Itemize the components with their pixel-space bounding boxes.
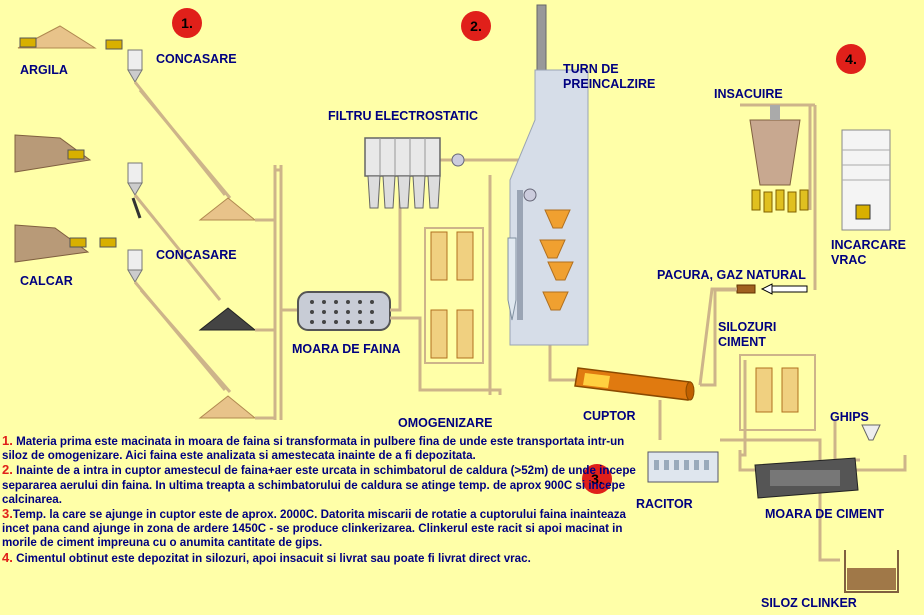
cement-silos — [739, 354, 816, 431]
stockpile-2 — [198, 307, 257, 331]
note-2: 2. Inainte de a intra in cuptor amestecu… — [2, 463, 652, 507]
bulk-loading-station — [841, 129, 891, 231]
label-moara-ciment: MOARA DE CIMENT — [765, 507, 884, 521]
note-number: 4. — [2, 549, 13, 565]
crusher-hopper-2 — [127, 162, 143, 196]
burner — [698, 283, 808, 386]
label-moara-faina: MOARA DE FAINA — [292, 342, 401, 356]
stockpile-3 — [198, 395, 257, 419]
step-badge-2: 2. — [461, 11, 491, 41]
step-badge-1: 1. — [172, 8, 202, 38]
note-text: Inainte de a intra in cuptor amestecul d… — [2, 464, 636, 506]
label-silozuri-ciment: SILOZURI CIMENT — [718, 320, 777, 349]
clinker-silo — [844, 550, 899, 593]
label-racitor: RACITOR — [636, 497, 693, 511]
label-filtru-electrostatic: FILTRU ELECTROSTATIC — [328, 109, 478, 123]
gypsum-hopper — [861, 424, 881, 441]
note-text: Cimentul obtinut este depozitat in siloz… — [12, 551, 531, 565]
preheater-tower — [451, 4, 589, 346]
note-3: 3.Temp. la care se ajunge in cuptor este… — [2, 506, 652, 551]
limestone-quarry-top — [14, 134, 92, 173]
crusher-hopper-3 — [127, 249, 143, 283]
process-notes: 1. Materia prima este macinata in moara … — [2, 433, 652, 566]
label-concasare-2: CONCASARE — [156, 248, 237, 262]
raw-feed-pipes — [255, 165, 298, 420]
step-badge-3: 3. — [582, 464, 612, 494]
label-calcar: CALCAR — [20, 274, 73, 288]
crusher-hopper-1 — [127, 49, 143, 83]
label-omogenizare: OMOGENIZARE — [398, 416, 493, 430]
note-1: 1. Materia prima este macinata in moara … — [2, 433, 652, 463]
feed-chute — [131, 197, 142, 219]
label-siloz-clinker: SILOZ CLINKER — [761, 596, 857, 610]
step-badge-4: 4. — [836, 44, 866, 74]
note-number: 2. — [2, 462, 13, 478]
label-concasare-1: CONCASARE — [156, 52, 237, 66]
label-cuptor: CUPTOR — [583, 409, 636, 423]
note-number: 3. — [2, 506, 13, 522]
note-number: 1. — [2, 433, 13, 448]
label-turn-preincalzire: TURN DE PREINCALZIRE — [563, 62, 656, 91]
electrostatic-filter — [364, 137, 441, 209]
conveyors — [133, 81, 232, 393]
label-incarcare-vrac: INCARCARE VRAC — [831, 238, 906, 267]
stockpile-1 — [198, 197, 257, 221]
raw-mill — [297, 291, 391, 331]
bagging-station — [749, 105, 809, 213]
clinker-cooler — [647, 451, 719, 483]
note-text: Materia prima este macinata in moara de … — [2, 435, 625, 463]
label-argila: ARGILA — [20, 63, 68, 77]
label-insacuire: INSACUIRE — [714, 87, 783, 101]
label-ghips: GHIPS — [830, 410, 869, 424]
label-pacura-gaz: PACURA, GAZ NATURAL — [657, 268, 806, 282]
limestone-quarry — [14, 224, 117, 263]
clay-quarry — [17, 25, 123, 50]
homogenization-silos — [424, 227, 484, 364]
rotary-kiln — [574, 367, 695, 401]
note-4: 4. Cimentul obtinut este depozitat in si… — [2, 549, 652, 566]
note-text: Temp. la care se ajunge in cuptor este d… — [2, 508, 626, 550]
cement-mill — [754, 457, 859, 499]
